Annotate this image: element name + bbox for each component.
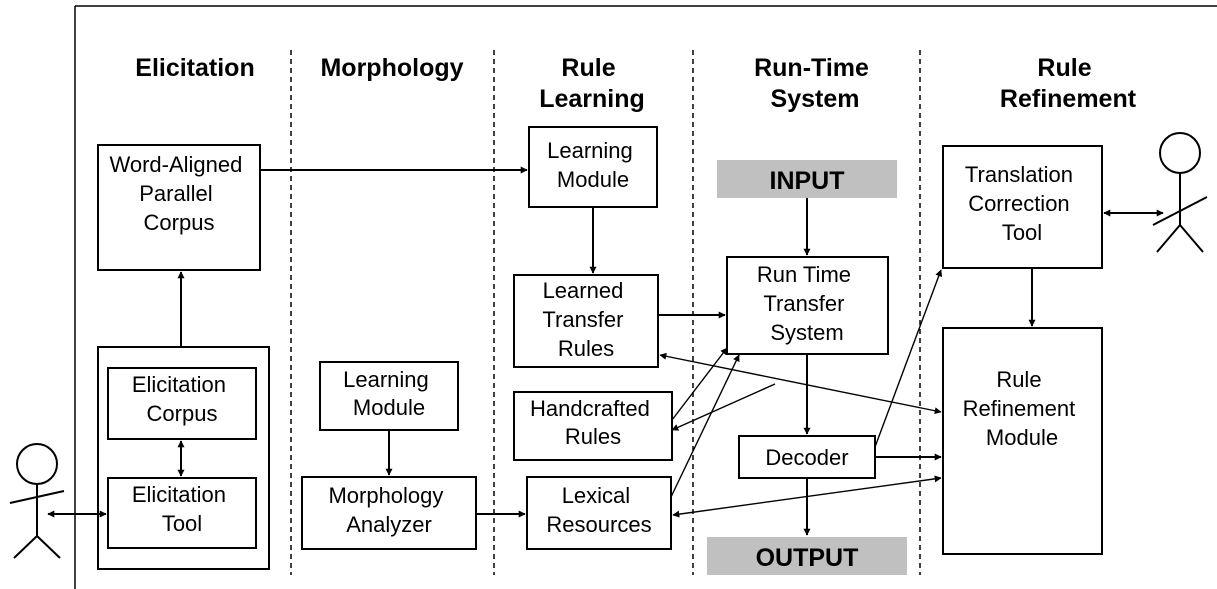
elicitation-tool-box [107, 477, 257, 549]
learned-transfer-rules-label: Learned Transfer Rules [542, 278, 629, 361]
rule-learning-module-box [528, 126, 658, 208]
edge-learned-rules-refinement [659, 352, 942, 415]
run-time-transfer-system-box [726, 256, 889, 355]
morph-learning-module-label: Learning Module [343, 367, 435, 420]
header-run-time-system: Run-Time System [754, 54, 876, 113]
lexical-resources-box [526, 476, 672, 550]
header-rule-learning: Rule Learning [539, 54, 645, 113]
edge-runtime-to-handcrafted [671, 383, 776, 431]
elicitation-corpus-box [107, 367, 257, 440]
learned-transfer-rules-box [513, 274, 659, 368]
word-aligned-corpus-label: Word-Aligned Parallel Corpus [109, 152, 248, 235]
rule-refinement-module-label: Rule Refinement Module [963, 367, 1082, 450]
handcrafted-rules-box [513, 391, 673, 461]
input-bar [717, 160, 897, 198]
rule-learning-module-label: Learning Module [547, 138, 639, 192]
rule-refinement-module-box [942, 327, 1103, 555]
header-elicitation: Elicitation [135, 54, 254, 82]
header-morphology: Morphology [320, 54, 463, 82]
output-label: OUTPUT [756, 544, 859, 572]
user-left-figure-icon [9, 443, 65, 559]
edge-lexical-refinement [672, 475, 942, 518]
elicitation-corpus-label: Elicitation Corpus [132, 372, 232, 426]
output-bar [707, 537, 907, 575]
word-aligned-corpus-box [97, 144, 261, 271]
run-time-transfer-system-label: Run Time Transfer System [757, 262, 857, 345]
translation-correction-tool-label: Translation Correction Tool [965, 162, 1079, 245]
morphology-analyzer-label: Morphology Analyzer [328, 483, 449, 537]
user-right-figure-icon [1152, 132, 1208, 253]
decoder-label: Decoder [765, 445, 848, 470]
morphology-analyzer-box [301, 476, 477, 550]
elicitation-tool-label: Elicitation Tool [132, 482, 232, 536]
translation-correction-tool-box [942, 145, 1103, 269]
decoder-box [738, 435, 876, 479]
lexical-resources-label: Lexical Resources [546, 483, 651, 537]
edge-decoder-to-correction-tool [874, 269, 943, 448]
handcrafted-rules-label: Handcrafted Rules [530, 396, 656, 449]
input-label: INPUT [770, 167, 845, 195]
header-rule-refinement: Rule Refinement [1000, 54, 1137, 113]
